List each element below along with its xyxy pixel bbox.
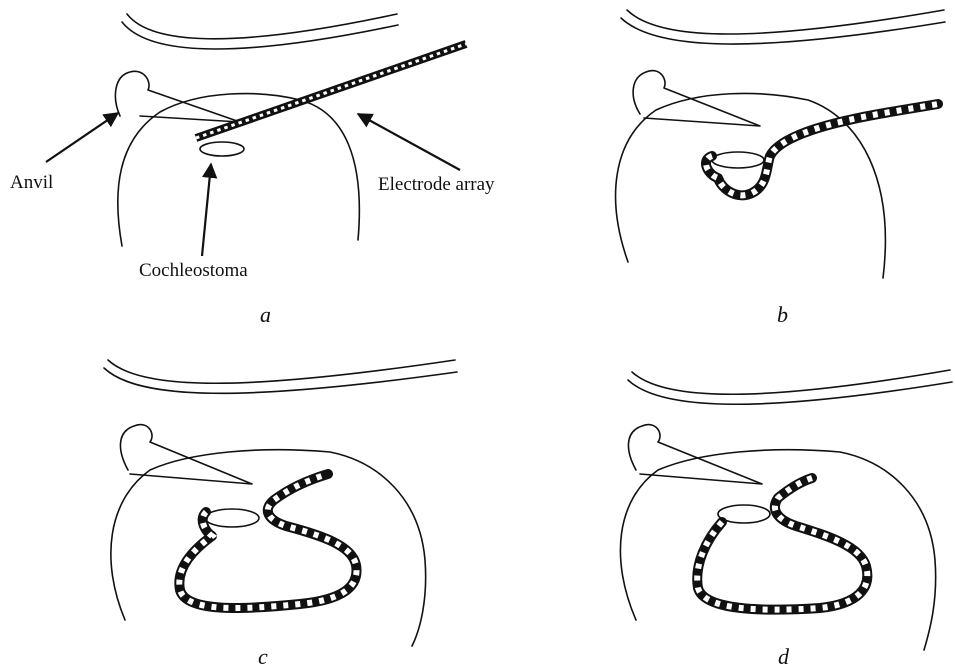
anvil-shape xyxy=(120,425,252,484)
cochleostoma-opening xyxy=(205,509,259,527)
anvil-shape xyxy=(628,425,762,484)
panel-c-caption: c xyxy=(258,644,268,669)
electrode-array-arrow xyxy=(358,114,460,170)
electrode-array xyxy=(179,474,356,608)
panel-b: b xyxy=(616,10,945,327)
cochleostoma-opening xyxy=(200,142,244,156)
panel-d-caption: d xyxy=(778,644,790,669)
anvil-shape xyxy=(115,71,240,122)
cochlea-outline xyxy=(620,450,935,650)
panel-a: Anvil Electrode array Cochleostoma a xyxy=(10,14,495,327)
electrode-array xyxy=(697,478,867,610)
anvil-arrow xyxy=(46,113,118,162)
cochleostoma-arrow xyxy=(202,164,211,256)
panel-a-caption: a xyxy=(260,302,271,327)
canal-inner-curve xyxy=(122,22,398,49)
panel-c: c xyxy=(104,360,457,669)
panel-d: d xyxy=(620,370,952,669)
cochlea-outline xyxy=(111,450,426,646)
electrode-array xyxy=(195,40,468,142)
canal-outer-curve xyxy=(632,370,950,394)
electrode-array-label: Electrode array xyxy=(378,174,495,195)
cochleostoma-label: Cochleostoma xyxy=(139,260,248,281)
canal-outer-curve xyxy=(127,14,397,39)
panel-b-caption: b xyxy=(777,302,788,327)
cochleostoma-opening xyxy=(712,152,764,168)
canal-outer-curve xyxy=(627,10,944,34)
anvil-label: Anvil xyxy=(10,172,53,193)
